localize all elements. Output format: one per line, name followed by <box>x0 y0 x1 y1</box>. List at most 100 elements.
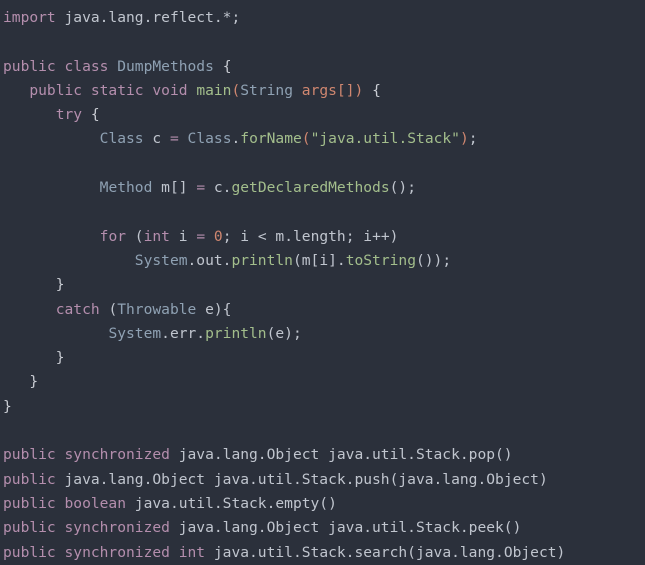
code-token-fn: toString <box>345 251 416 269</box>
code-token-plain <box>3 228 100 245</box>
code-line[interactable]: public java.lang.Object java.util.Stack.… <box>3 468 645 492</box>
code-token-out: java.lang.Object java.util.Stack.push(ja… <box>55 470 548 488</box>
code-token-fn: main <box>196 81 232 99</box>
code-token-fn: println <box>205 324 267 342</box>
code-line[interactable]: try { <box>3 103 645 127</box>
code-token-punct: ( <box>231 81 241 99</box>
code-line[interactable]: public static void main(String args[]) { <box>3 79 645 103</box>
code-token-plain <box>179 130 188 147</box>
code-line[interactable]: Class c = Class.forName("java.util.Stack… <box>3 127 645 151</box>
code-token-kw: public synchronized <box>3 519 170 537</box>
code-token-plain: ; <box>468 130 478 148</box>
code-token-brace: } <box>29 373 39 391</box>
code-token-kw: public class <box>3 57 109 75</box>
code-token-op: = <box>196 179 206 197</box>
code-token-brace: { <box>372 81 381 99</box>
code-token-plain <box>3 301 56 318</box>
code-token-plain: ; i < m.length; i++) <box>222 227 399 245</box>
code-token-type: Method <box>99 179 153 197</box>
code-token-kw: for <box>99 227 127 245</box>
code-token-plain: e){ <box>196 300 232 318</box>
code-token-out: java.lang.Object java.util.Stack.pop() <box>169 446 513 464</box>
code-token-type: Class <box>99 130 144 148</box>
code-token-punct: ) <box>354 81 364 99</box>
code-token-plain: (); <box>389 179 416 197</box>
code-token-plain: .err. <box>161 324 206 342</box>
code-token-out: java.util.Stack.empty() <box>126 494 337 512</box>
code-line[interactable] <box>3 200 645 224</box>
code-token-plain <box>3 325 108 342</box>
code-token-plain: c. <box>205 179 232 197</box>
code-token-kw: public static void <box>29 81 188 99</box>
code-line[interactable]: import java.lang.reflect.*; <box>3 6 645 30</box>
code-line[interactable]: } <box>3 273 645 297</box>
code-token-kw: try <box>55 106 83 124</box>
code-line[interactable]: } <box>3 346 645 370</box>
code-token-plain: . <box>231 130 241 148</box>
code-token-num: 0 <box>213 227 223 245</box>
code-token-plain <box>293 82 302 99</box>
code-token-brace: } <box>3 397 12 415</box>
code-token-op: = <box>169 130 179 148</box>
code-line[interactable]: public synchronized java.lang.Object jav… <box>3 516 645 540</box>
code-token-type: Class <box>187 130 232 148</box>
code-line[interactable]: public synchronized int java.util.Stack.… <box>3 541 645 565</box>
code-line[interactable]: for (int i = 0; i < m.length; i++) <box>3 225 645 249</box>
code-token-kw: import <box>3 9 56 26</box>
code-token-plain <box>214 58 223 75</box>
code-token-plain <box>363 82 372 99</box>
code-token-plain <box>3 82 29 99</box>
code-token-plain <box>3 130 100 147</box>
code-token-plain: (m[i]. <box>292 251 346 269</box>
code-line[interactable]: } <box>3 370 645 394</box>
code-token-plain <box>82 106 91 123</box>
code-token-fn: forName <box>240 130 302 148</box>
code-token-brace: { <box>90 106 100 124</box>
code-token-out: java.lang.Object java.util.Stack.peek() <box>169 519 522 537</box>
code-content[interactable]: import java.lang.reflect.*; public class… <box>3 6 645 565</box>
code-token-plain: ( <box>99 300 118 318</box>
code-line[interactable]: System.err.println(e); <box>3 322 645 346</box>
code-line[interactable]: public boolean java.util.Stack.empty() <box>3 492 645 516</box>
code-token-type: String <box>240 81 293 99</box>
code-token-punct: ( <box>301 130 311 148</box>
code-line[interactable] <box>3 30 645 54</box>
code-token-plain <box>3 373 29 390</box>
code-token-plain: ( <box>126 227 144 245</box>
code-line[interactable]: } <box>3 395 645 419</box>
code-line[interactable]: public synchronized java.lang.Object jav… <box>3 443 645 467</box>
code-token-kw: public boolean <box>3 494 127 512</box>
code-token-plain: ()); <box>415 251 452 269</box>
code-token-brace: } <box>55 349 65 367</box>
code-line[interactable]: System.out.println(m[i].toString()); <box>3 249 645 273</box>
code-token-type: Throwable <box>117 300 197 318</box>
code-token-plain <box>3 349 56 366</box>
code-token-type: DumpMethods <box>117 57 214 75</box>
code-line[interactable]: Method m[] = c.getDeclaredMethods(); <box>3 176 645 200</box>
code-token-plain: java.lang.reflect.*; <box>55 9 241 26</box>
code-line[interactable] <box>3 152 645 176</box>
code-token-plain: (e); <box>266 324 302 342</box>
code-token-plain: c <box>143 130 170 148</box>
code-token-plain: i <box>169 227 197 245</box>
code-token-plain: m[] <box>152 179 197 197</box>
code-token-plain <box>205 228 214 245</box>
code-token-plain <box>188 82 197 99</box>
code-token-plain <box>3 106 56 123</box>
code-token-kw: public <box>3 470 56 488</box>
code-token-brace: { <box>222 57 232 75</box>
code-token-kw: int <box>143 227 170 245</box>
code-token-fn: getDeclaredMethods <box>231 179 390 197</box>
code-line[interactable] <box>3 419 645 443</box>
code-token-kw: catch <box>55 300 100 318</box>
code-line[interactable]: catch (Throwable e){ <box>3 298 645 322</box>
code-token-plain: .out. <box>187 251 232 269</box>
code-token-kw: public synchronized int <box>3 543 206 561</box>
code-token-plain <box>3 276 56 293</box>
code-line[interactable]: public class DumpMethods { <box>3 55 645 79</box>
code-token-kw: public synchronized <box>3 446 170 464</box>
code-token-op: = <box>196 227 206 245</box>
code-token-plain <box>108 58 117 75</box>
code-token-type: System <box>108 324 162 342</box>
